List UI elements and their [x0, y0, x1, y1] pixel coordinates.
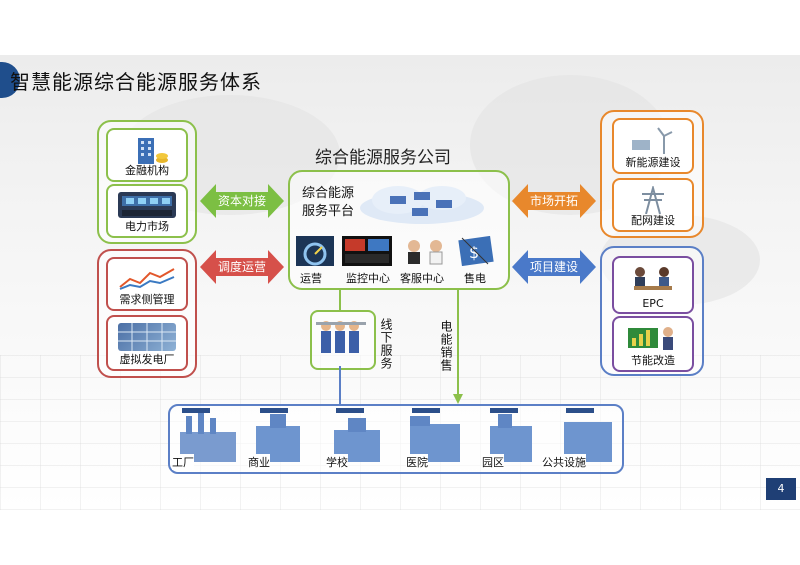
construction-group: 新能源建设 配网建设 [600, 110, 704, 238]
bank-building-icon [118, 136, 176, 164]
meeting-icon [624, 264, 682, 294]
finance-group: 金融机构 电力市场 [97, 120, 197, 244]
virtual-plant-label: 虚拟发电厂 [119, 353, 175, 366]
demand-side-card: 需求侧管理 [106, 257, 188, 311]
svg-text:$: $ [469, 243, 479, 262]
wind-turbine-icon [624, 126, 682, 154]
new-energy-card: 新能源建设 [612, 118, 694, 174]
project-arrow-label: 项目建设 [529, 260, 578, 274]
platform-label-line1: 综合能源 [302, 186, 355, 201]
power-sales-icon: $ [458, 236, 494, 266]
customer-factory: 工厂 [172, 454, 194, 470]
module-monitor-center: 监控中心 [346, 272, 390, 285]
offline-service-box [310, 310, 376, 370]
project-arrow [512, 250, 596, 284]
grid-construction-card: 配网建设 [612, 178, 694, 232]
market-arrow-label: 市场开拓 [529, 194, 578, 208]
dispatch-arrow-label: 调度运营 [217, 260, 266, 274]
customers-box: 工厂 商业 学校 医院 园区 公共设施 [168, 404, 624, 474]
workers-icon [316, 321, 366, 353]
grid-construction-label: 配网建设 [631, 214, 675, 227]
capital-arrow-label: 资本对接 [217, 194, 266, 208]
module-service-center: 客服中心 [400, 272, 444, 285]
energy-saving-label: 节能改造 [631, 354, 675, 367]
customer-park: 园区 [482, 454, 504, 470]
title-logo-mark [0, 62, 20, 98]
solar-panel-icon [118, 323, 176, 351]
customer-buildings [180, 408, 612, 462]
new-energy-label: 新能源建设 [625, 156, 681, 169]
platform-box: 综合能源 服务平台 $ 运营 监控中心 客服中心 售电 [288, 170, 510, 290]
customer-school: 学校 [326, 454, 348, 470]
customer-commercial: 商业 [248, 454, 270, 470]
customer-public-facilities: 公共设施 [542, 454, 586, 470]
virtual-plant-card: 虚拟发电厂 [106, 315, 188, 371]
module-operation: 运营 [300, 272, 322, 285]
platform-label-line2: 服务平台 [302, 204, 355, 219]
presentation-icon [624, 324, 682, 352]
line-chart-icon [118, 265, 176, 291]
project-group: EPC 节能改造 [600, 246, 704, 376]
customer-service-icon [408, 240, 443, 265]
page-title: 智慧能源综合能源服务体系 [10, 70, 262, 94]
finance-label: 金融机构 [125, 164, 169, 177]
monitor-screen-icon [342, 236, 392, 266]
customer-hospital: 医院 [406, 454, 428, 470]
power-sales-label: 电能销售 [439, 320, 453, 372]
energy-saving-card: 节能改造 [612, 316, 694, 372]
finance-card: 金融机构 [106, 128, 188, 182]
cloud-server-icon [360, 186, 484, 224]
offline-service-label: 线下服务 [379, 318, 393, 370]
page-number: 4 [766, 478, 796, 500]
power-market-label: 电力市场 [125, 220, 169, 233]
epc-card: EPC [612, 256, 694, 314]
dispatch-arrow [200, 250, 284, 284]
epc-label: EPC [642, 297, 664, 310]
power-market-card: 电力市场 [106, 184, 188, 238]
transmission-tower-icon [624, 184, 682, 215]
demand-group: 需求侧管理 虚拟发电厂 [97, 249, 197, 378]
capital-arrow [200, 184, 284, 218]
market-arrow [512, 184, 596, 218]
demand-side-label: 需求侧管理 [119, 293, 175, 306]
trading-room-icon [118, 192, 176, 218]
module-power-sales: 售电 [464, 272, 486, 285]
company-label: 综合能源服务公司 [315, 148, 451, 168]
gauge-icon [296, 236, 334, 266]
